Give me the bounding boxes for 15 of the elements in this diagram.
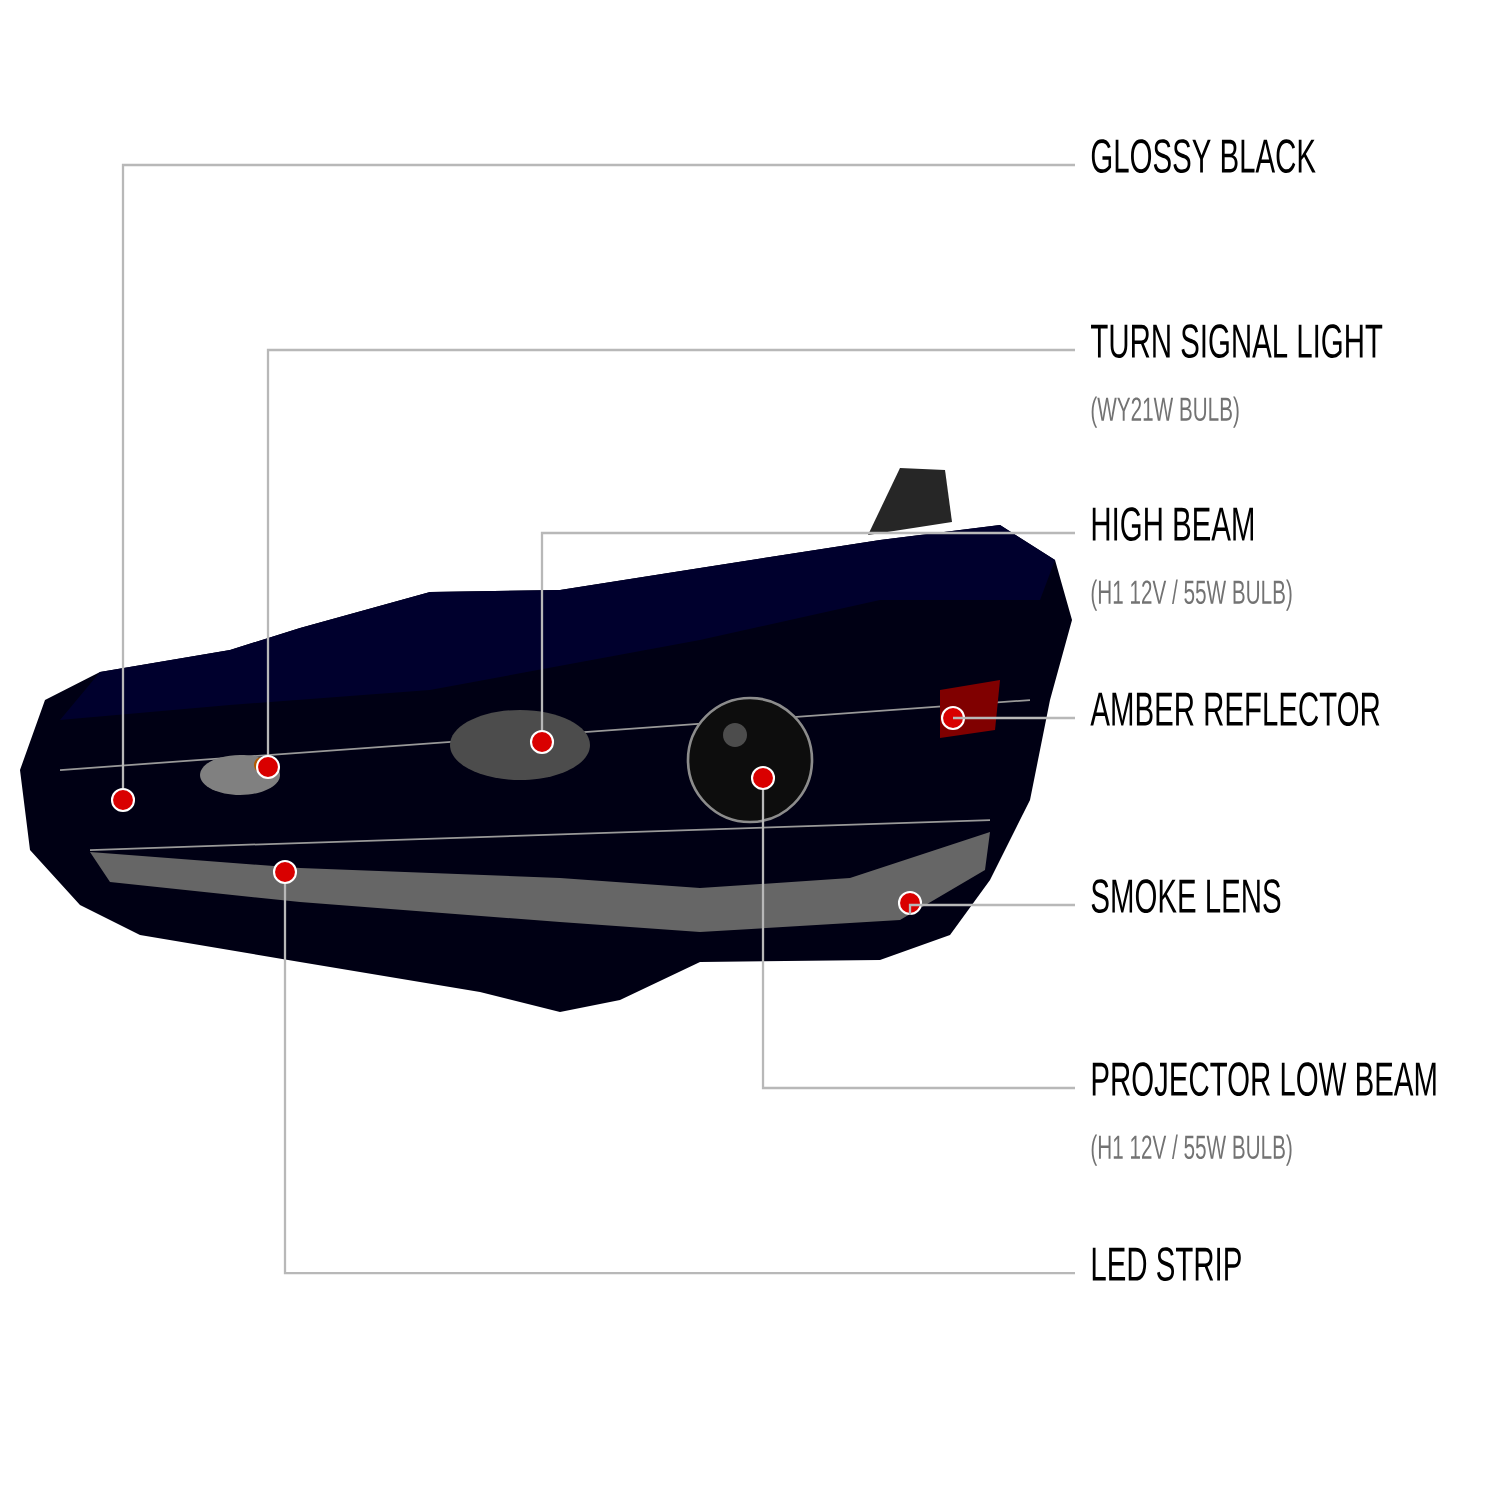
callout-label: GLOSSY BLACK <box>1091 139 1316 173</box>
callout-label: LED STRIP <box>1092 1247 1241 1281</box>
callout-label: AMBER REFLECTOR <box>1090 692 1380 726</box>
leader-line <box>908 903 1075 916</box>
leader-line <box>953 716 1075 720</box>
leader-line <box>283 884 1075 1275</box>
leader-line <box>266 348 1075 755</box>
marker-dot <box>750 765 776 791</box>
callout-label: SMOKE LENS <box>1091 879 1281 913</box>
callout-label: PROJECTOR LOW BEAM (H1 12V / 55W BULB) <box>1091 1062 1436 1166</box>
leader-line <box>761 790 1075 1090</box>
leader-line <box>121 163 1075 788</box>
callout-label: HIGH BEAM (H1 12V / 55W BULB) <box>1091 507 1292 611</box>
leader-line <box>540 531 1075 730</box>
callout-label: TURN SIGNAL LIGHT (WY21W BULB) <box>1091 324 1383 428</box>
